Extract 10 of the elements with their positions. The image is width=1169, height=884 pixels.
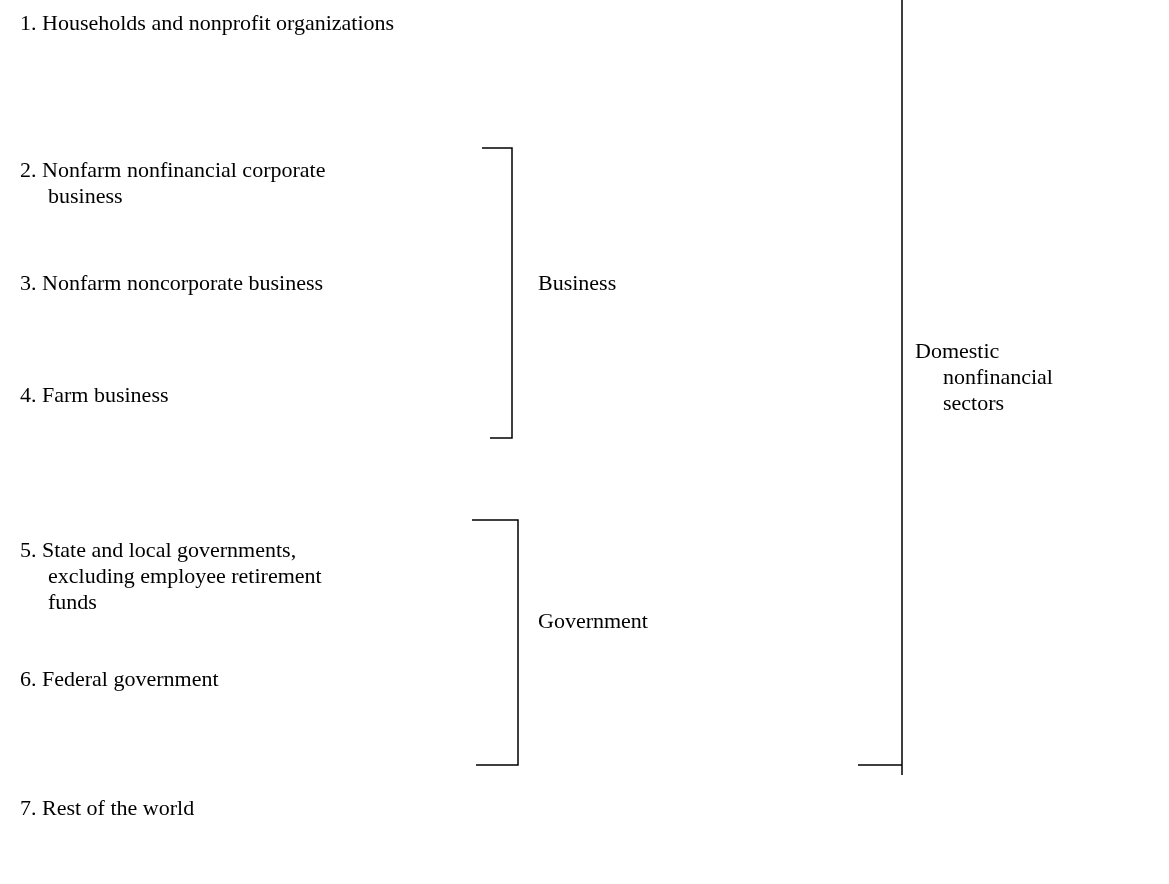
label-text: Domestic nonfinancial sectors (915, 338, 1054, 416)
label-text: 3. Nonfarm noncorporate business (20, 270, 324, 296)
label-text: 7. Rest of the world (20, 795, 195, 821)
label-text: 5. State and local governments, excluding employee retirement funds (20, 537, 323, 615)
label-text: 4. Farm business (20, 382, 169, 408)
label-text: 2. Nonfarm nonfinancial corporate business (20, 157, 327, 209)
label-text: 1. Households and nonprofit organizations (20, 10, 395, 36)
label-text: Business (538, 270, 617, 296)
label-text: Government (538, 608, 648, 634)
label-text: 6. Federal government (20, 666, 219, 692)
